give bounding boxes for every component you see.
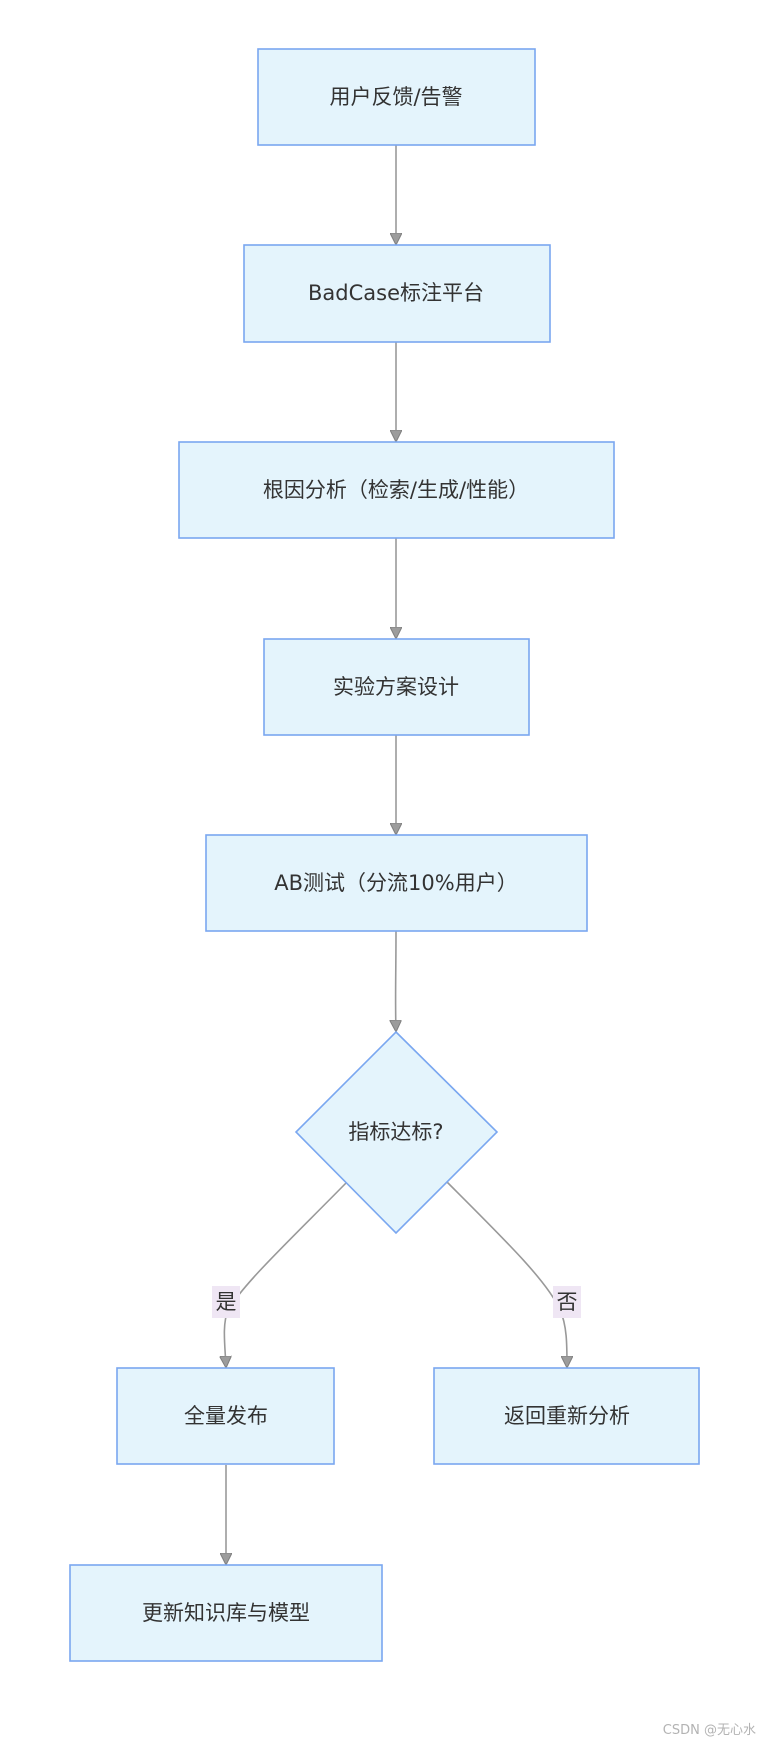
watermark: CSDN @无心水: [663, 1723, 756, 1738]
node-root-cause-label: 根因分析（检索/生成/性能）: [263, 478, 529, 502]
node-badcase-label: BadCase标注平台: [308, 281, 484, 305]
node-ab-test: AB测试（分流10%用户）: [205, 834, 588, 932]
node-ab-test-label: AB测试（分流10%用户）: [274, 871, 517, 895]
edge-decision-to-release: [224, 1181, 348, 1367]
node-feedback-label: 用户反馈/告警: [329, 85, 462, 109]
node-badcase: BadCase标注平台: [243, 244, 551, 343]
edge-label-yes: 是: [212, 1286, 240, 1318]
node-decision: 指标达标?: [294, 1030, 499, 1235]
edge-label-yes-text: 是: [216, 1290, 237, 1314]
node-reanalyze: 返回重新分析: [433, 1367, 700, 1465]
node-update-label: 更新知识库与模型: [142, 1601, 310, 1625]
node-decision-label: 指标达标?: [348, 1120, 443, 1144]
node-feedback: 用户反馈/告警: [257, 48, 536, 146]
node-experiment: 实验方案设计: [263, 638, 530, 736]
edge-decision-to-reanalyze: [446, 1181, 567, 1367]
node-release-label: 全量发布: [184, 1404, 268, 1428]
edge-label-no: 否: [553, 1286, 581, 1318]
node-reanalyze-label: 返回重新分析: [504, 1404, 630, 1428]
node-release: 全量发布: [116, 1367, 335, 1465]
node-experiment-label: 实验方案设计: [333, 675, 459, 699]
edge-label-no-text: 否: [557, 1290, 578, 1314]
node-update: 更新知识库与模型: [69, 1564, 383, 1662]
node-root-cause: 根因分析（检索/生成/性能）: [178, 441, 615, 539]
